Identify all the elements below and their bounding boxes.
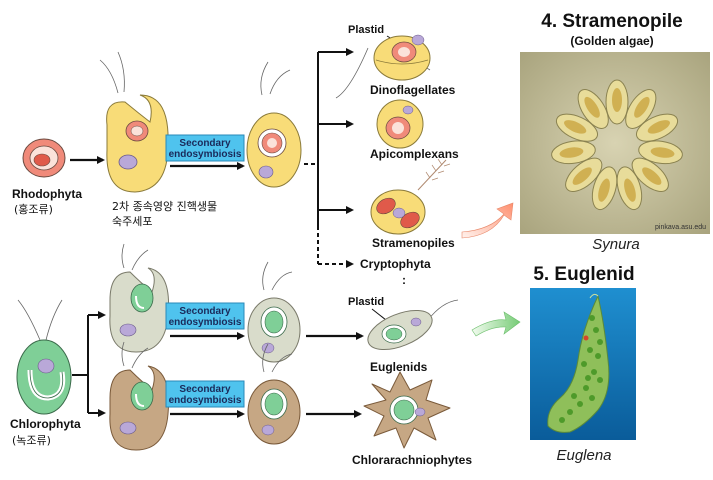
secondary-box-red-line1: Secondary — [179, 138, 231, 149]
euglena-chloroplast-dot — [591, 369, 597, 375]
euglena-chloroplast-dot — [567, 409, 573, 415]
euglena-chloroplast-dot — [585, 375, 591, 381]
dinoflagellates-label: Dinoflagellates — [370, 83, 456, 97]
chlorophyta-cell — [16, 299, 72, 415]
cryptophyta-label: Cryptophyta — [360, 257, 431, 271]
euglena-chloroplast-dot — [597, 339, 603, 345]
synura-chloroplast — [650, 147, 675, 158]
synura-chloroplast — [642, 167, 662, 185]
continuation-dots: : — [402, 273, 406, 287]
euglena-chloroplast-dot — [559, 417, 565, 423]
apicomplexan-cell — [376, 99, 424, 149]
plastid-label-top: Plastid — [348, 24, 384, 36]
euglena-chloroplast-dot — [577, 401, 583, 407]
chlorarachniophyte-cell — [363, 371, 451, 449]
secondary-box-green-bottom-line2: endosymbiosis — [169, 395, 242, 406]
stramenopile-photo-subtitle: (Golden algae) — [570, 34, 653, 48]
stramenopile-photo-title: 4. Stramenopile — [541, 11, 683, 32]
chlorarachniophytes-label: Chlorarachniophytes — [352, 453, 472, 467]
euglena-chloroplast-dot — [597, 377, 603, 383]
secondary-box-green-bottom-line1: Secondary — [179, 384, 231, 395]
host-kr-line2: 숙주세포 — [112, 215, 152, 228]
euglena-chloroplast-dot — [595, 353, 601, 359]
euglena-chloroplasts — [559, 315, 603, 423]
synura-chloroplast — [559, 147, 584, 158]
host-cell-tan — [109, 341, 170, 451]
rhodophyta-label: Rhodophyta — [12, 187, 82, 201]
chlorophyta-label: Chlorophyta — [10, 417, 81, 431]
grey-secondary-cell — [247, 261, 301, 363]
synura-colony — [551, 79, 683, 211]
euglena-chloroplast-dot — [589, 395, 595, 401]
secondary-box-green-top: Secondary endosymbiosis — [165, 302, 245, 330]
synura-photo-credit: pinkava.asu.edu — [655, 224, 706, 231]
apicomplexans-label: Apicomplexans — [370, 147, 459, 161]
host-cell-red — [99, 51, 169, 193]
euglenid-photo-title: 5. Euglenid — [533, 264, 634, 285]
synura-chloroplast — [612, 88, 622, 112]
synura-chloroplast — [584, 96, 600, 118]
synura-caption: Synura — [592, 236, 640, 253]
synura-photo: pinkava.asu.edu — [520, 52, 710, 234]
secondary-box-red-line2: endosymbiosis — [169, 149, 242, 160]
green-fork — [72, 311, 106, 417]
secondary-box-green-bottom: Secondary endosymbiosis — [165, 380, 245, 408]
euglena-chloroplast-dot — [589, 315, 595, 321]
arrow-to-euglena-photo — [471, 311, 521, 337]
synura-chloroplast — [647, 120, 670, 134]
euglenids-label: Euglenids — [370, 360, 428, 374]
euglena-chloroplast-dot — [593, 327, 599, 333]
chlorophyta-kr-label: (녹조류) — [12, 434, 51, 447]
synura-chloroplast — [624, 178, 636, 202]
rhodophyta-kr-label: (홍조류) — [14, 202, 53, 216]
euglena-photo — [530, 288, 636, 440]
host-kr-line1: 2차 종속영양 진핵생물 — [112, 200, 217, 213]
synura-chloroplast — [598, 178, 610, 202]
synura-chloroplast — [564, 120, 587, 134]
tan-secondary-cell — [247, 343, 301, 445]
euglena-chloroplast-dot — [581, 361, 587, 367]
euglena-caption: Euglena — [556, 447, 611, 464]
secondary-box-green-top-line1: Secondary — [179, 306, 231, 317]
euglena-chloroplast-dot — [587, 347, 593, 353]
synura-chloroplast — [572, 167, 592, 185]
euglenid-cell — [367, 299, 459, 351]
plastid-label-bottom: Plastid — [348, 296, 384, 308]
red-branch-bracket — [316, 48, 354, 268]
arrow-to-synura-photo — [461, 202, 514, 239]
synura-chloroplast — [634, 96, 650, 118]
stramenopiles-label: Stramenopiles — [372, 236, 455, 250]
euglena-chloroplast-dot — [583, 385, 589, 391]
dinoflagellate-cell — [335, 34, 431, 99]
stramenopile-cell — [370, 158, 451, 235]
euglena-chloroplast-dot — [571, 393, 577, 399]
host-cell-grey — [109, 243, 170, 353]
plastid-pointer-bottom — [371, 308, 387, 321]
secondary-box-green-top-line2: endosymbiosis — [169, 317, 242, 328]
yellow-secondary-cell — [246, 61, 302, 188]
rhodophyta-cell — [22, 138, 66, 178]
secondary-box-red: Secondary endosymbiosis — [165, 134, 245, 162]
